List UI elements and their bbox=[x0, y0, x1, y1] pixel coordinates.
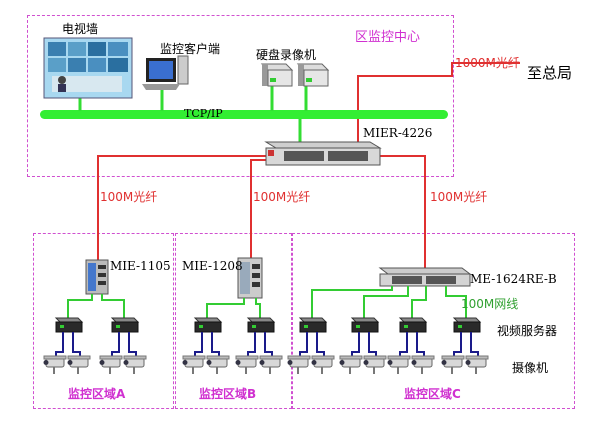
camera-icon bbox=[387, 355, 411, 374]
zone-b bbox=[175, 233, 292, 409]
camera-icon bbox=[43, 355, 67, 374]
switch-c-label: ME-1624RE-B bbox=[470, 272, 557, 286]
video-wall-label: 电视墙 bbox=[62, 22, 99, 36]
video-server-icon bbox=[350, 317, 380, 333]
camera-icon bbox=[465, 355, 489, 374]
switch-me-1624re-b-icon bbox=[378, 267, 472, 287]
video-server-icon bbox=[54, 317, 84, 333]
ethernet-c-label: 100M网线 bbox=[461, 297, 519, 311]
video-server-icon bbox=[298, 317, 328, 333]
legend-video-server: 视频服务器 bbox=[497, 324, 558, 338]
camera-icon bbox=[411, 355, 435, 374]
zone-b-label: 监控区域B bbox=[199, 387, 257, 401]
fiber-b-label: 100M光纤 bbox=[253, 190, 311, 204]
switch-a-label: MIE-1105 bbox=[110, 259, 171, 273]
camera-icon bbox=[67, 355, 91, 374]
camera-icon bbox=[441, 355, 465, 374]
fiber-a-label: 100M光纤 bbox=[100, 190, 158, 204]
dvr-icon-2 bbox=[296, 63, 330, 87]
fiber-to-c bbox=[330, 155, 426, 270]
cameras bbox=[43, 355, 489, 374]
core-switch-icon bbox=[264, 141, 382, 166]
video-server-icon bbox=[246, 317, 276, 333]
camera-icon bbox=[235, 355, 259, 374]
camera-icon bbox=[123, 355, 147, 374]
control-center-title: 区监控中心 bbox=[355, 30, 421, 45]
video-server-icon bbox=[193, 317, 223, 333]
core-switch-label: MIER-4226 bbox=[363, 126, 433, 140]
camera-icon bbox=[206, 355, 230, 374]
coax-links bbox=[55, 332, 479, 358]
camera-icon bbox=[99, 355, 123, 374]
video-server-icon bbox=[452, 317, 482, 333]
video-servers bbox=[54, 317, 482, 333]
zone-a-label: 监控区域A bbox=[68, 387, 126, 401]
client-pc-icon bbox=[142, 55, 189, 90]
tcp-ip-bus bbox=[40, 110, 448, 119]
tcp-ip-label: TCP/IP bbox=[184, 107, 223, 120]
camera-icon bbox=[363, 355, 387, 374]
dvr-label: 硬盘录像机 bbox=[256, 48, 317, 62]
legend-camera: 摄像机 bbox=[512, 361, 549, 375]
uplink-destination: 至总局 bbox=[527, 64, 573, 82]
zone-c-label: 监控区域C bbox=[404, 387, 461, 401]
ethernet-links bbox=[67, 286, 467, 320]
video-wall-icon bbox=[43, 37, 133, 99]
camera-icon bbox=[311, 355, 335, 374]
bus-drops bbox=[78, 85, 308, 145]
client-label: 监控客户端 bbox=[160, 42, 221, 56]
camera-icon bbox=[259, 355, 283, 374]
uplink-fiber bbox=[357, 62, 520, 142]
camera-icon bbox=[287, 355, 311, 374]
zone-a bbox=[33, 233, 174, 409]
fiber-c-label: 100M光纤 bbox=[430, 190, 488, 204]
fiber-to-b bbox=[250, 159, 300, 260]
camera-icon bbox=[339, 355, 363, 374]
control-center-zone bbox=[27, 15, 454, 177]
switch-mie-1208-icon bbox=[237, 257, 263, 299]
camera-icon bbox=[182, 355, 206, 374]
switch-b-label: MIE-1208 bbox=[182, 259, 243, 273]
video-server-icon bbox=[110, 317, 140, 333]
switch-mie-1105-icon bbox=[85, 259, 109, 295]
dvr-icon-1 bbox=[260, 63, 294, 87]
video-server-icon bbox=[398, 317, 428, 333]
uplink-label: 1000M光纤 bbox=[455, 56, 520, 70]
zone-c bbox=[292, 233, 575, 409]
fiber-to-a bbox=[97, 155, 300, 262]
